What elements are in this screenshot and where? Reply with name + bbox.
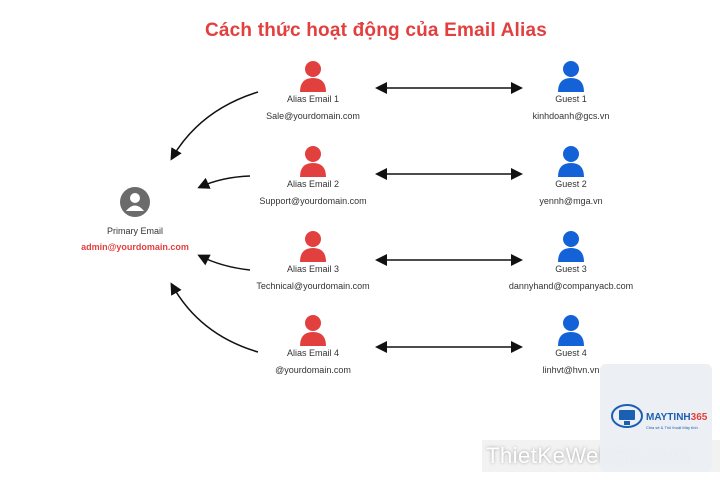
alias1-primary-arrow [170,91,259,161]
alias-node-1: Alias Email 1 Sale@yourdomain.com [213,60,413,121]
primary-email-label: Primary Email [106,226,163,236]
primary-email-address: admin@yourdomain.com [81,242,189,252]
person-icon [300,231,326,262]
alias-label: Alias Email 4 [286,348,340,358]
alias-label: Alias Email 3 [286,264,340,274]
user-circle-icon [120,187,150,217]
badge-number: 365 [690,412,708,423]
badge-name: MAYTINH365 [646,412,708,423]
diagram-title: Cách thức hoạt động của Email Alias [204,20,548,41]
alias4-primary-arrow [170,282,259,353]
guest-email: linhvt@hvn.vn [542,365,600,375]
alias-email: @yourdomain.com [275,365,351,375]
guest-email: dannyhand@companyacb.com [508,281,634,291]
guest-label: Guest 4 [555,348,587,358]
alias-email: Sale@yourdomain.com [266,111,360,121]
person-icon [300,315,326,346]
guest-label: Guest 3 [555,264,587,274]
person-icon [558,61,584,92]
guest-label: Guest 2 [555,179,587,189]
alias-node-4: Alias Email 4 @yourdomain.com [213,314,413,375]
person-icon [558,231,584,262]
guest-label: Guest 1 [555,94,587,104]
alias2-primary-arrow [197,175,251,189]
guest-node-3: Guest 3 dannyhand@companyacb.com [471,230,671,291]
alias-label: Alias Email 2 [286,179,340,189]
primary-email-node: Primary Email admin@yourdomain.com [35,186,235,252]
guest-node-4: Guest 4 linhvt@hvn.vn [471,314,671,375]
guest-email: yennh@mga.vn [539,196,603,206]
alias-email: Technical@yourdomain.com [256,281,370,291]
alias-node-3: Alias Email 3 Technical@yourdomain.com [213,230,413,291]
guest-email: kinhdoanh@gcs.vn [532,111,610,121]
site-badge [600,364,712,472]
guest-node-1: Guest 1 kinhdoanh@gcs.vn [471,60,671,121]
guest-node-2: Guest 2 yennh@mga.vn [471,145,671,206]
alias-label: Alias Email 1 [286,94,340,104]
person-icon [558,146,584,177]
alias-email: Support@yourdomain.com [259,196,367,206]
badge-subtitle: Chia sẻ & Thủ thuật Máy tính [646,425,698,430]
person-icon [300,61,326,92]
alias3-primary-arrow [197,254,251,271]
person-icon [300,146,326,177]
person-icon [558,315,584,346]
alias-node-2: Alias Email 2 Support@yourdomain.com [213,145,413,206]
monitor-logo-icon [611,404,643,428]
